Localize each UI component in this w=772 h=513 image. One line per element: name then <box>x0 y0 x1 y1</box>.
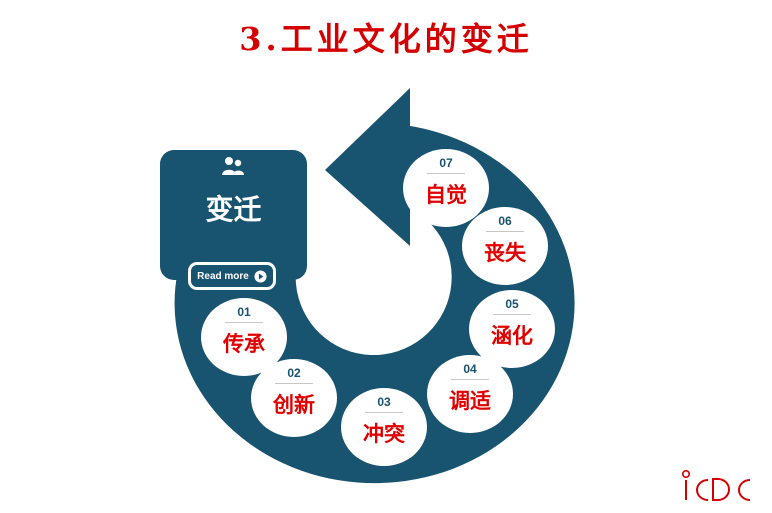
step-node-04: 04 调适 <box>427 355 513 433</box>
step-number: 03 <box>377 395 391 409</box>
play-circle-icon <box>254 269 267 283</box>
page-title: 3.工业文化的变迁 <box>239 20 533 58</box>
users-icon <box>222 157 244 175</box>
step-number: 01 <box>237 305 251 319</box>
read-more-button[interactable]: Read more <box>188 262 276 290</box>
step-node-03: 03 冲突 <box>341 388 427 466</box>
step-label: 自觉 <box>425 183 467 207</box>
step-node-05: 05 涵化 <box>469 290 555 368</box>
step-number: 02 <box>287 366 301 380</box>
step-label: 调适 <box>449 389 491 413</box>
center-panel: 变迁 <box>160 150 307 280</box>
step-label: 涵化 <box>491 324 533 348</box>
center-title: 变迁 <box>205 193 262 226</box>
step-node-06: 06 丧失 <box>462 207 548 285</box>
step-number: 07 <box>439 156 453 170</box>
step-number: 06 <box>498 214 512 228</box>
step-divider <box>427 173 465 174</box>
step-node-07: 07 自觉 <box>403 149 489 227</box>
read-more-label: Read more <box>197 270 249 282</box>
step-divider <box>225 322 263 323</box>
step-divider <box>275 383 313 384</box>
step-divider <box>365 412 403 413</box>
icdc-logo <box>681 469 751 501</box>
step-divider <box>451 379 489 380</box>
step-label: 冲突 <box>363 422 405 446</box>
step-node-02: 02 创新 <box>251 359 337 437</box>
step-number: 05 <box>505 297 519 311</box>
step-divider <box>486 231 524 232</box>
step-label: 传承 <box>223 332 265 356</box>
step-label: 创新 <box>273 393 315 417</box>
step-label: 丧失 <box>484 241 526 265</box>
step-divider <box>493 314 531 315</box>
step-number: 04 <box>463 362 477 376</box>
